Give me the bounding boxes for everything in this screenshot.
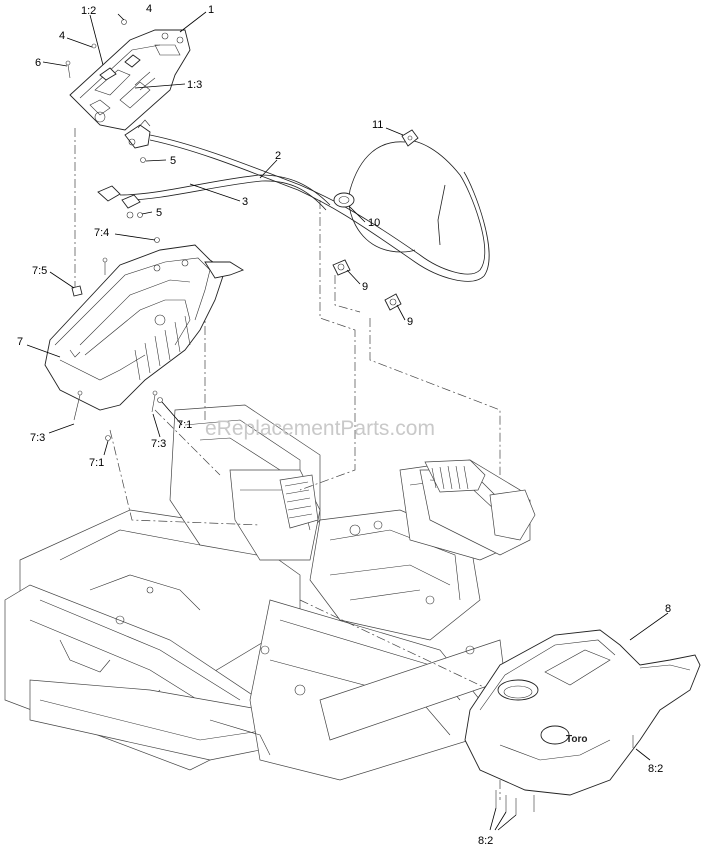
- right-console-housing: Toro: [464, 629, 701, 815]
- callout-7-3-left: 7:3: [30, 432, 45, 444]
- grommet: [333, 192, 355, 208]
- callout-labels: 1 1:2 4 4 6 1:3 5 5 2 3 10 11 9 9 7:4 7:…: [17, 3, 671, 847]
- control-panel: [69, 29, 191, 149]
- callout-3: 3: [242, 196, 248, 208]
- cable-assembly: [97, 134, 490, 282]
- callout-2: 2: [275, 150, 281, 162]
- callout-7-3-right: 7:3: [151, 438, 166, 450]
- chassis-frame: [4, 404, 536, 781]
- callout-9-left: 9: [362, 281, 368, 293]
- leader-lines: [26, 11, 669, 831]
- connection-lines: [74, 128, 501, 800]
- watermark: eReplacementParts.com: [205, 417, 435, 440]
- left-console-housing: [44, 237, 245, 441]
- callout-5-upper: 5: [170, 155, 176, 167]
- hose-clip-right: [384, 293, 402, 311]
- callout-7: 7: [17, 336, 23, 348]
- callout-5-lower: 5: [156, 207, 162, 219]
- hose-clip-left: [332, 259, 351, 276]
- callout-7-5: 7:5: [32, 265, 47, 277]
- callout-7-1-left: 7:1: [89, 457, 104, 469]
- callout-8: 8: [665, 603, 671, 615]
- callout-8-2-right: 8:2: [648, 763, 663, 775]
- callout-6: 6: [35, 57, 41, 69]
- callout-7-1-right: 7:1: [177, 419, 192, 431]
- callout-4-left: 4: [59, 30, 65, 42]
- callout-7-4: 7:4: [94, 227, 109, 239]
- callout-1: 1: [208, 4, 214, 16]
- callout-4-top: 4: [146, 3, 152, 15]
- callout-10: 10: [368, 217, 380, 229]
- callout-1-2: 1:2: [81, 5, 96, 17]
- callout-1-3: 1:3: [187, 79, 202, 91]
- callout-9-right: 9: [407, 316, 413, 328]
- callout-11: 11: [372, 119, 383, 131]
- callout-8-2-bottom: 8:2: [478, 835, 493, 847]
- cable-clip: [401, 129, 419, 147]
- brand-mark: Toro: [566, 734, 587, 745]
